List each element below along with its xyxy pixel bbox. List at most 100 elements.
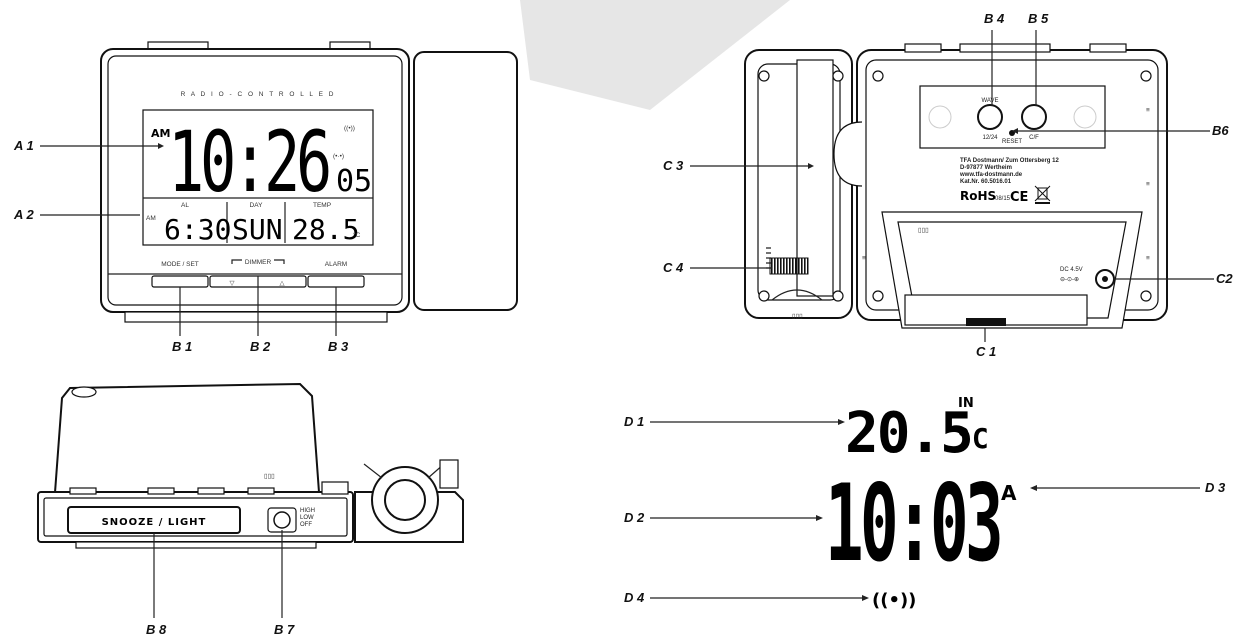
address-line-4: Kat.Nr. 60.5016.01 — [960, 179, 1012, 185]
compartment-vent: ▯▯▯ — [918, 227, 929, 234]
vent-left-lower: ≡ — [862, 255, 866, 262]
rotate-icon — [273, 511, 291, 529]
mode-set-button[interactable] — [151, 275, 209, 288]
screw-icon — [758, 290, 770, 302]
arrow-d2 — [816, 515, 823, 521]
wave-label: WAVE — [981, 98, 998, 104]
callout-b3: B 3 — [328, 339, 349, 354]
switch-high: HIGH — [300, 508, 315, 514]
callout-c4: C 4 — [663, 260, 684, 275]
proj-time: 10:03 — [825, 462, 1000, 585]
lcd-alarm-ampm: AM — [146, 215, 156, 222]
address-line-3: www.tfa-dostmann.de — [959, 172, 1023, 178]
callout-a1: A 1 — [13, 138, 34, 153]
proj-in: IN — [958, 396, 974, 411]
dcf-receive-icon: (•·•) — [333, 153, 344, 160]
callout-a2: A 2 — [13, 207, 35, 222]
arrow-c3 — [808, 163, 814, 169]
snooze-light-label: SNOOZE / LIGHT — [102, 517, 207, 528]
dimmer-bracket — [231, 259, 285, 264]
side-arm-hinge — [321, 481, 349, 495]
arm-hinge-curve — [771, 289, 823, 301]
rohs-mark: RoHS — [960, 189, 996, 203]
weee-bin-icon — [1034, 185, 1051, 204]
h1224-label: 12/24 — [982, 135, 998, 141]
callout-c1: C 1 — [976, 344, 996, 359]
screw-icon — [872, 290, 884, 302]
projection-view: 20.5 IN °C 10:03 A ((•)) — [650, 396, 1200, 611]
side-vent: ▯▯▯ — [264, 473, 275, 480]
hinge-bump — [833, 121, 863, 187]
dc-polarity-icon: ⊖-⊙-⊕ — [1060, 277, 1079, 283]
side-foot — [75, 541, 317, 549]
cf-button[interactable] — [1021, 104, 1047, 130]
reset-label: RESET — [1002, 139, 1022, 145]
side-view: ▯▯▯ SNOOZE / LIGHT HIGH LOW OFF — [37, 382, 464, 618]
lcd-day-label: DAY — [250, 202, 264, 209]
dc-label: DC 4.5V — [1060, 267, 1083, 273]
vent-right-mid: ≡ — [1146, 181, 1150, 188]
arrow-a1 — [158, 143, 164, 149]
arm-rib-marks — [766, 247, 771, 269]
callout-d3: D 3 — [1205, 480, 1226, 495]
proj-ampm: A — [1001, 481, 1017, 505]
side-top-knob — [71, 386, 97, 398]
lcd-ampm: AM — [151, 127, 170, 140]
lcd-screen — [142, 109, 374, 246]
back-top-key-1 — [904, 43, 942, 53]
lcd-day: SUN — [232, 213, 283, 246]
screw-icon — [1140, 70, 1152, 82]
vent-right-upper: ≡ — [1146, 107, 1150, 114]
wave-1224-button[interactable] — [977, 104, 1003, 130]
back-top-key-3 — [1089, 43, 1127, 53]
back-arm-lens-slot — [796, 59, 834, 297]
arrow-d3 — [1030, 485, 1037, 491]
switch-off: OFF — [300, 522, 312, 528]
back-view: ▯▯▯ ≡ ≡ ≡ ≡ WAVE 12/24 RESET C/F TFA Dos… — [690, 30, 1214, 342]
side-foot-key — [197, 487, 225, 495]
callout-d2: D 2 — [624, 510, 645, 525]
proj-unit: °C — [955, 422, 989, 455]
lcd-main-time: 10:26 — [168, 113, 329, 211]
brand-line: R A D I O - C O N T R O L L E D — [181, 91, 336, 98]
projector-side-tab — [439, 459, 459, 489]
side-foot-key — [247, 487, 275, 495]
dimmer-label: DIMMER — [245, 259, 272, 266]
mode-set-label: MODE / SET — [161, 261, 199, 268]
screw-icon — [832, 290, 844, 302]
screw-icon — [872, 70, 884, 82]
callout-d1: D 1 — [624, 414, 644, 429]
side-foot-key — [147, 487, 175, 495]
screw-icon — [1140, 290, 1152, 302]
address-line-1: TFA Dostmann/ Zum Ottersberg 12 — [960, 158, 1059, 164]
vent-right-lower: ≡ — [1146, 255, 1150, 262]
front-view: R A D I O - C O N T R O L L E D AM 10:26… — [40, 41, 518, 336]
clock-foot — [124, 311, 388, 323]
arrow-d4 — [862, 595, 869, 601]
arrow-d1 — [838, 419, 845, 425]
lcd-temp: 28.5 — [292, 213, 359, 246]
dimmer-up-icon: △ — [280, 280, 286, 287]
lcd-alarm-time: 6:30 — [164, 213, 231, 246]
callout-b6: B6 — [1212, 123, 1229, 138]
switch-low: LOW — [300, 515, 314, 521]
focus-wheel[interactable] — [769, 257, 809, 275]
side-foot-key — [69, 487, 97, 495]
lcd-al-label: AL — [181, 202, 189, 209]
callout-c2: C2 — [1216, 271, 1233, 286]
callout-b1: B 1 — [172, 339, 192, 354]
callout-b2: B 2 — [250, 339, 271, 354]
screw-icon — [832, 70, 844, 82]
lcd-temp-label: TEMP — [313, 202, 331, 209]
screw-icon — [758, 70, 770, 82]
projector-arm — [413, 51, 518, 311]
back-top-key-2 — [959, 43, 1051, 53]
callout-c3: C 3 — [663, 158, 684, 173]
alarm-button[interactable] — [307, 275, 365, 288]
arrow-b6 — [1012, 128, 1018, 134]
rohs-code: 08/15 — [995, 196, 1011, 202]
proj-temp: 20.5 — [845, 401, 972, 466]
ce-mark: CE — [1010, 190, 1028, 205]
callout-b7: B 7 — [274, 622, 295, 637]
